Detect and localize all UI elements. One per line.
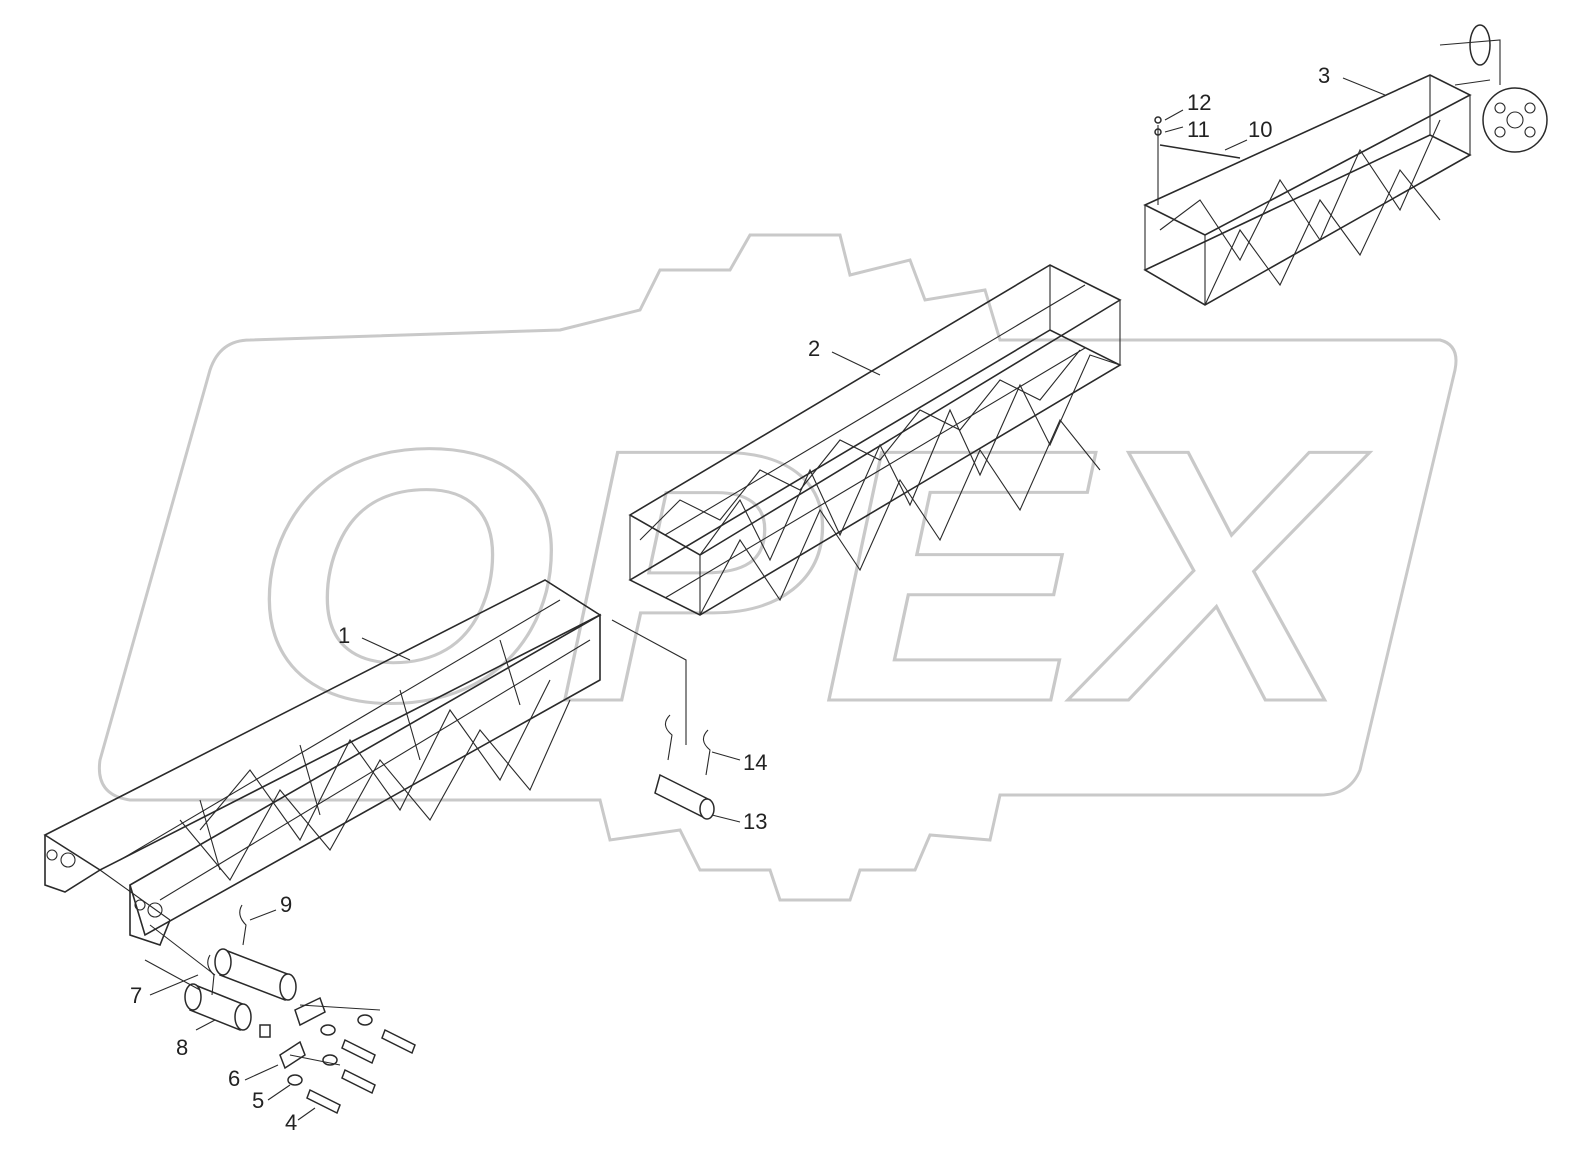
callout-5: 5 <box>252 1088 264 1113</box>
watermark-text: OPEX <box>250 375 1370 777</box>
callout-labels: 1 2 3 4 5 6 7 8 9 10 11 12 13 14 <box>130 63 1330 1135</box>
pins-and-fasteners <box>144 116 1241 1115</box>
callout-leaders <box>149 77 1386 1121</box>
boom-section-3 <box>1143 24 1548 306</box>
callout-11: 11 <box>1187 117 1210 142</box>
callout-12: 12 <box>1187 90 1211 115</box>
callout-1: 1 <box>338 623 350 648</box>
boom-section-2 <box>628 264 1122 616</box>
callout-13: 13 <box>743 809 767 834</box>
callout-3: 3 <box>1318 63 1330 88</box>
callout-4: 4 <box>285 1110 297 1135</box>
callout-10: 10 <box>1248 117 1272 142</box>
callout-9: 9 <box>280 892 292 917</box>
watermark: OPEX <box>97 233 1458 902</box>
watermark-gear-outline <box>97 233 1458 902</box>
callout-8: 8 <box>176 1035 188 1060</box>
boom-section-1 <box>43 579 602 946</box>
callout-6: 6 <box>228 1066 240 1091</box>
callout-14: 14 <box>743 750 767 775</box>
callout-7: 7 <box>130 983 142 1008</box>
callout-2: 2 <box>808 336 820 361</box>
